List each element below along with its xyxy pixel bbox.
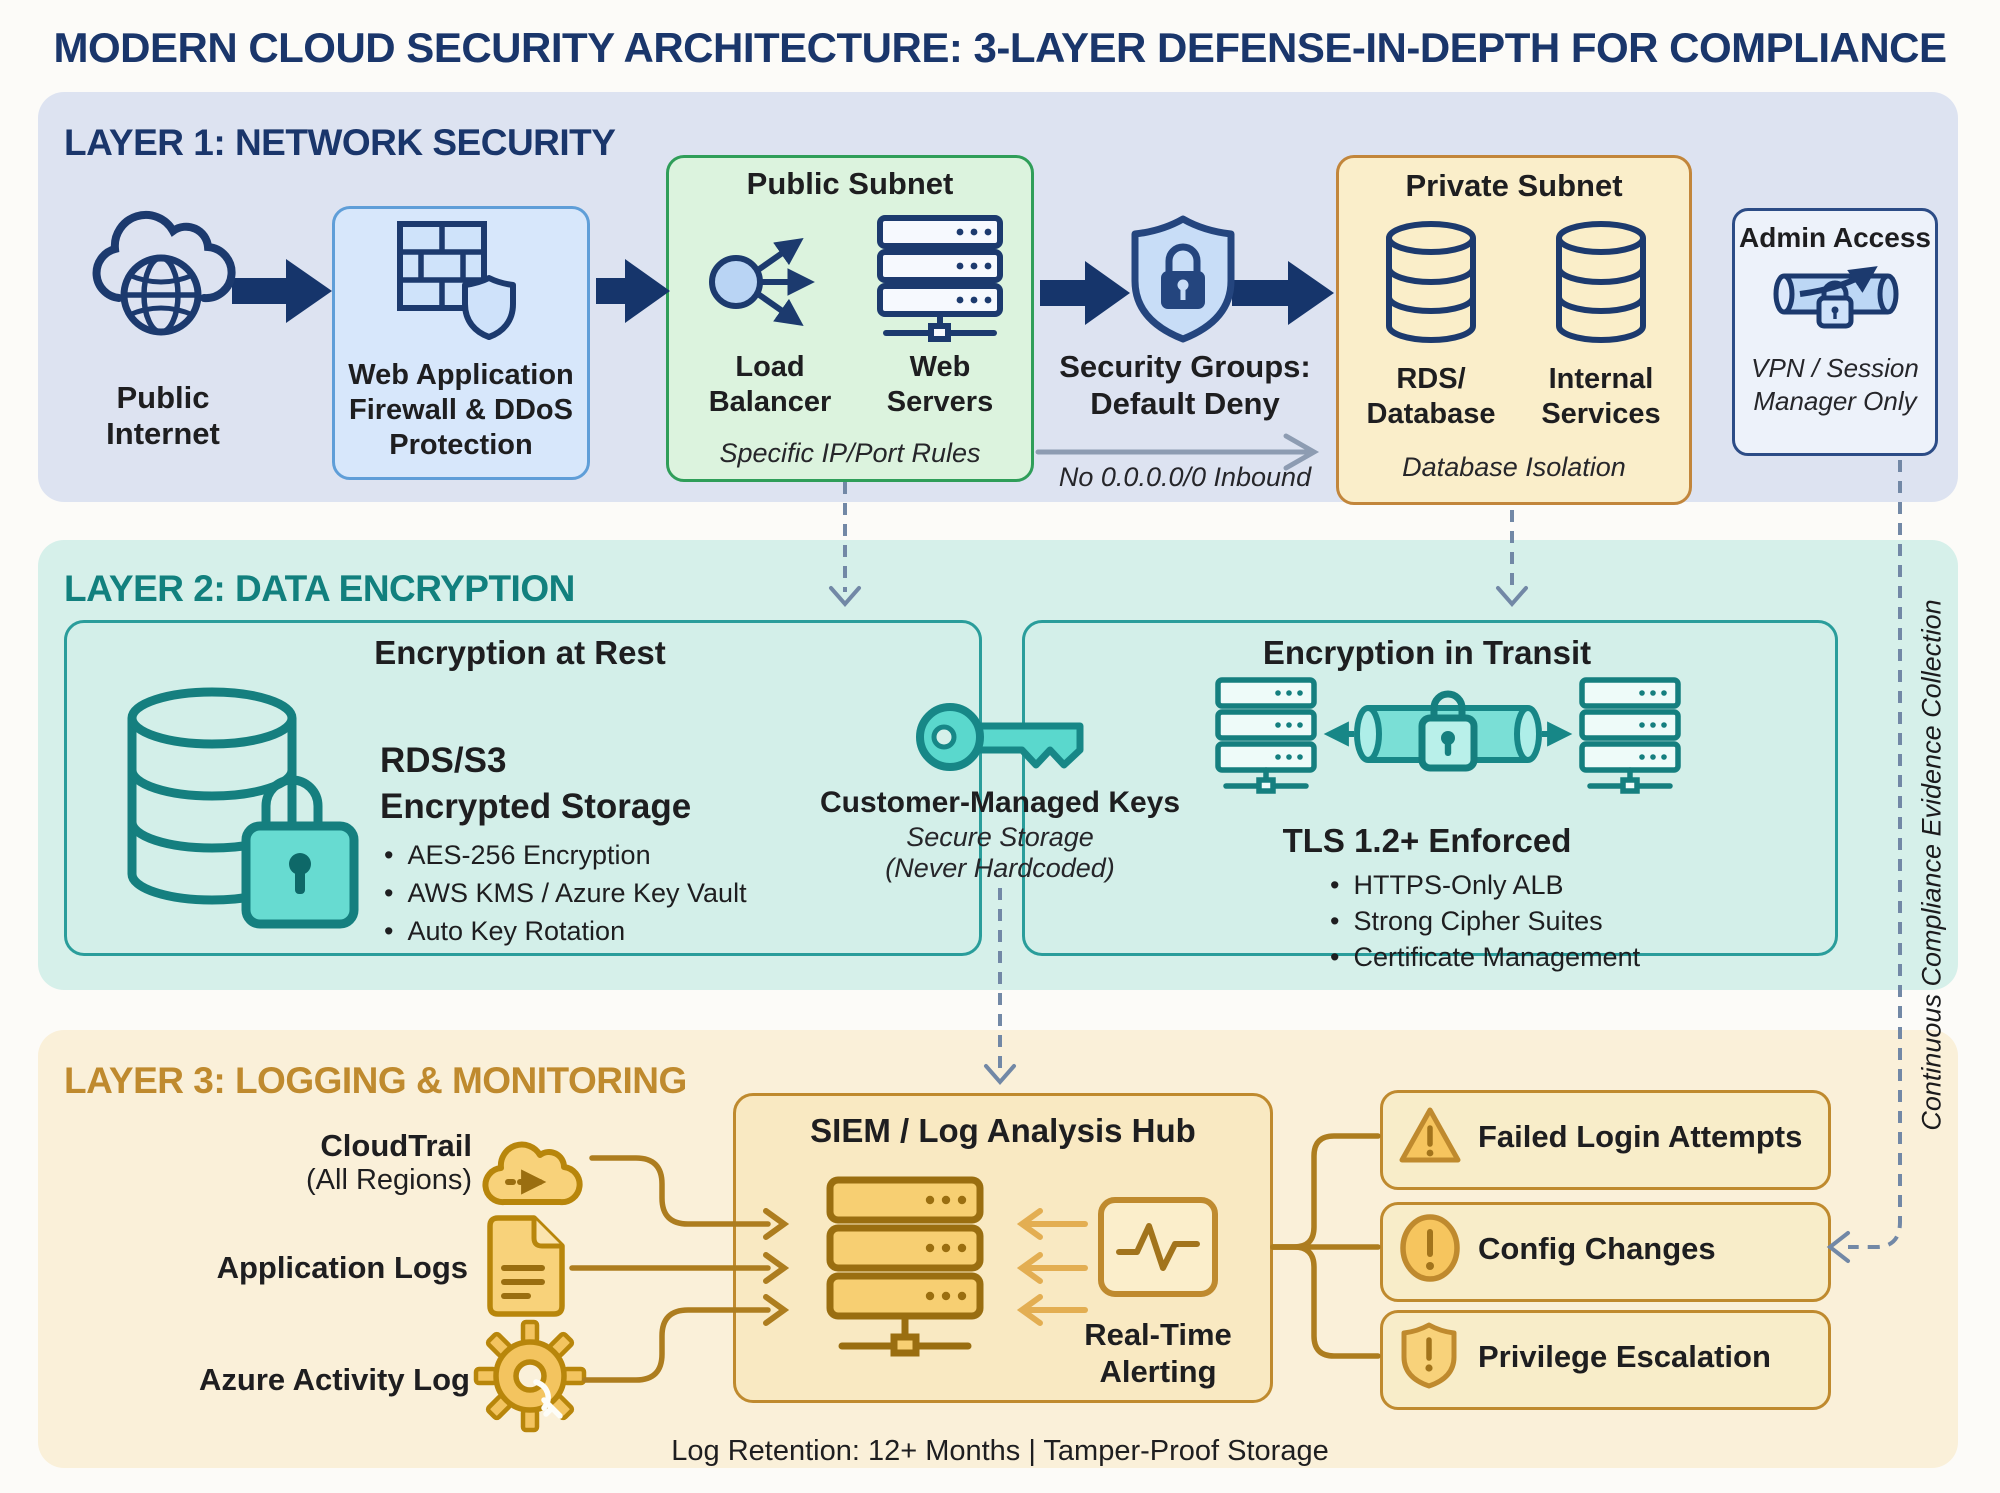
siem-title: SIEM / Log Analysis Hub — [810, 1112, 1196, 1149]
cloudtrail-label-block: CloudTrail (All Regions) — [230, 1128, 472, 1197]
rds-database-label: RDS/ Database — [1366, 363, 1496, 430]
failed-login-label: Failed Login Attempts — [1478, 1119, 1803, 1154]
cloudtrail-label: CloudTrail — [320, 1128, 472, 1163]
in-transit-subtitle: TLS 1.2+ Enforced — [1282, 822, 1572, 859]
page-title: MODERN CLOUD SECURITY ARCHITECTURE: 3-LA… — [53, 24, 1947, 71]
public-internet-label: Public Internet — [106, 380, 220, 451]
in-transit-bullet: Strong Cipher Suites — [1330, 906, 1640, 937]
in-transit-bullet-text: Strong Cipher Suites — [1353, 906, 1603, 936]
layer3-heading: LAYER 3: LOGGING & MONITORING — [64, 1060, 687, 1101]
in-transit-bullets: HTTPS-Only ALB Strong Cipher Suites Cert… — [1330, 870, 1640, 973]
admin-access-title: Admin Access — [1739, 222, 1931, 253]
encryption-in-transit-box — [1022, 620, 1838, 956]
keys-title: Customer-Managed Keys — [819, 786, 1181, 819]
layer1-heading: LAYER 1: NETWORK SECURITY — [64, 122, 616, 163]
at-rest-bullet: AWS KMS / Azure Key Vault — [384, 878, 747, 909]
bullet-dot-icon — [1330, 906, 1339, 937]
private-subnet-title: Private Subnet — [1405, 168, 1623, 203]
application-logs-label: Application Logs — [216, 1250, 468, 1285]
at-rest-bullet: AES-256 Encryption — [384, 840, 747, 871]
privilege-escalation-label: Privilege Escalation — [1478, 1339, 1771, 1374]
at-rest-bullet-text: AES-256 Encryption — [407, 840, 651, 870]
at-rest-bullet-text: Auto Key Rotation — [407, 916, 626, 946]
public-subnet-title: Public Subnet — [746, 166, 954, 201]
web-servers-label: Web Servers — [886, 351, 994, 418]
in-transit-bullet-text: Certificate Management — [1353, 942, 1641, 972]
bullet-dot-icon — [1330, 870, 1339, 901]
in-transit-bullet: Certificate Management — [1330, 942, 1640, 973]
azure-activity-log-label: Azure Activity Log — [199, 1362, 470, 1397]
config-changes-label: Config Changes — [1478, 1231, 1716, 1266]
log-retention-note: Log Retention: 12+ Months | Tamper-Proof… — [671, 1435, 1329, 1467]
at-rest-bullet-text: AWS KMS / Azure Key Vault — [407, 878, 747, 908]
cloudtrail-sublabel: (All Regions) — [306, 1164, 472, 1196]
admin-access-note: VPN / Session Manager Only — [1751, 353, 1919, 416]
bullet-dot-icon — [384, 916, 393, 947]
admin-access-box — [1732, 208, 1938, 456]
compliance-evidence-note: Continuous Compliance Evidence Collectio… — [1916, 599, 1947, 1131]
in-transit-title: Encryption in Transit — [1262, 634, 1592, 671]
real-time-alerting-label: Real-Time Alerting — [1084, 1317, 1232, 1389]
in-transit-bullet-text: HTTPS-Only ALB — [1353, 870, 1564, 900]
at-rest-bullets: AES-256 Encryption AWS KMS / Azure Key V… — [384, 840, 747, 947]
private-subnet-note: Database Isolation — [1402, 452, 1626, 482]
waf-label: Web Application Firewall & DDoS Protecti… — [348, 359, 574, 461]
internal-services-label: Internal Services — [1541, 363, 1661, 430]
public-subnet-note: Specific IP/Port Rules — [719, 438, 981, 468]
keys-note: Secure Storage (Never Hardcoded) — [885, 822, 1115, 883]
at-rest-bullet: Auto Key Rotation — [384, 916, 747, 947]
in-transit-bullet: HTTPS-Only ALB — [1330, 870, 1640, 901]
layer2-heading: LAYER 2: DATA ENCRYPTION — [64, 568, 575, 609]
at-rest-title: Encryption at Rest — [374, 634, 666, 671]
load-balancer-label: Load Balancer — [708, 351, 832, 418]
at-rest-subtitle: RDS/S3 Encrypted Storage — [380, 741, 692, 826]
security-groups-label: Security Groups: Default Deny — [1059, 349, 1311, 421]
public-subnet-box — [666, 155, 1034, 482]
bullet-dot-icon — [1330, 942, 1339, 973]
no-inbound-note: No 0.0.0.0/0 Inbound — [1058, 462, 1312, 492]
bullet-dot-icon — [384, 878, 393, 909]
bullet-dot-icon — [384, 840, 393, 871]
